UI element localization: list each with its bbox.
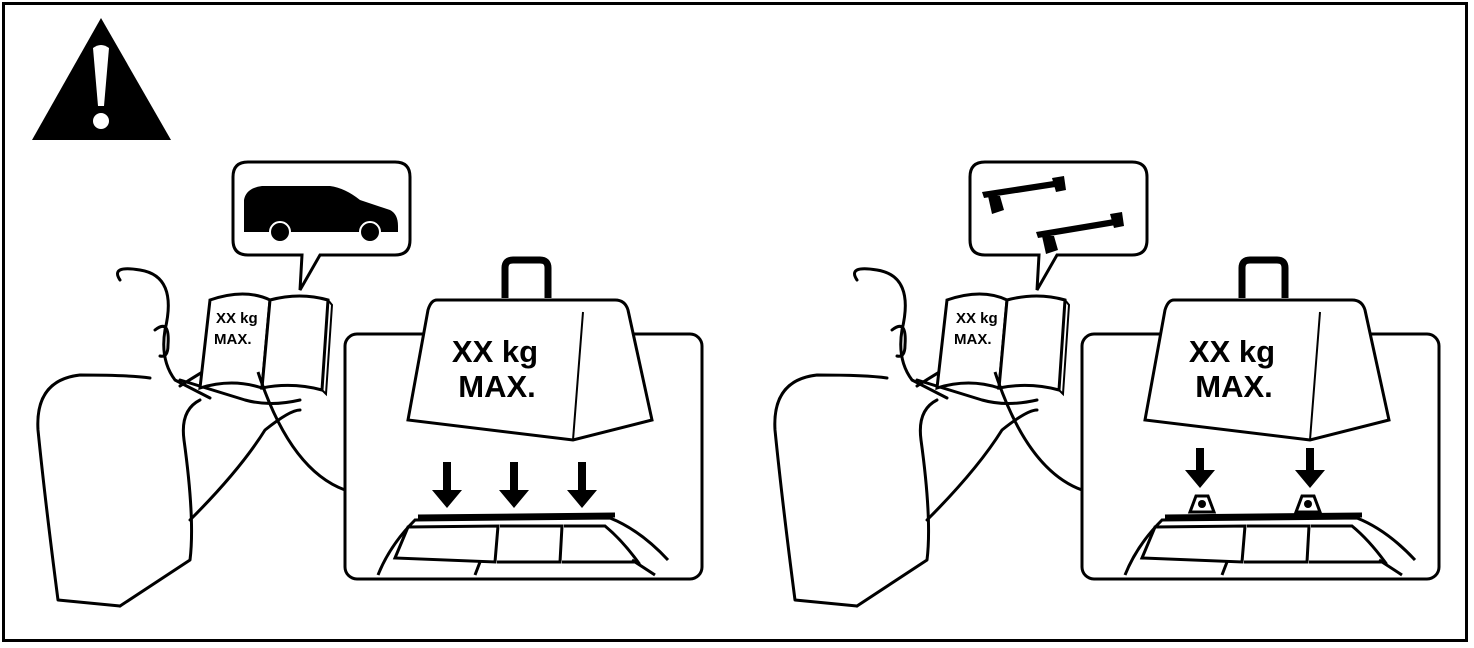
warning-triangle-icon — [32, 18, 171, 140]
book-label-line1: XX kg — [216, 310, 258, 327]
weight-icon: XX kg MAX. — [1145, 260, 1389, 440]
rack-foot-1 — [1190, 496, 1214, 512]
weight-label-line1: XX kg — [452, 334, 538, 369]
rack-foot-2 — [1296, 496, 1320, 512]
manual-book: XX kg MAX. — [937, 294, 1069, 394]
book-label-line1: XX kg — [956, 310, 998, 327]
speech-bubble — [233, 162, 410, 290]
weight-label-line1: XX kg — [1189, 334, 1275, 369]
speech-bubble — [970, 162, 1147, 290]
book-label-line2: MAX. — [214, 331, 252, 348]
panel-roof-rack: XX kg MAX. XX kg MAX. — [775, 162, 1439, 606]
manual-book: XX kg MAX. — [200, 294, 332, 394]
panel-vehicle: XX kg MAX. XX kg MAX. — [38, 162, 702, 606]
weight-label-line2: MAX. — [458, 369, 536, 404]
weight-label-line2: MAX. — [1195, 369, 1273, 404]
book-label-line2: MAX. — [954, 331, 992, 348]
weight-icon: XX kg MAX. — [408, 260, 652, 440]
